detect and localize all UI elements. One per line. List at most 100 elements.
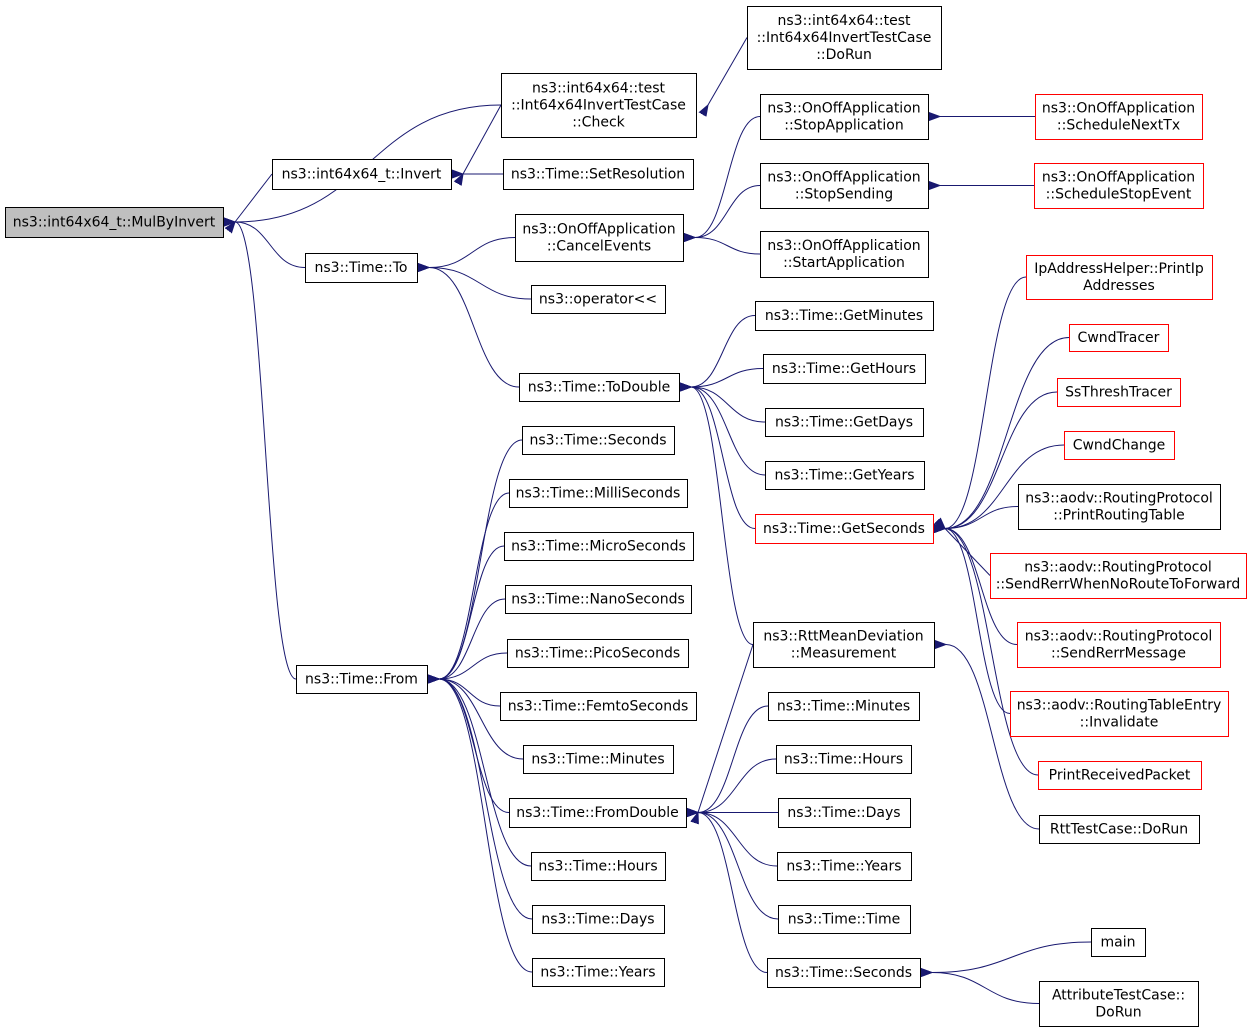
node-box[interactable] [767, 958, 921, 988]
node-box[interactable] [1057, 378, 1181, 407]
graph-node-startapp[interactable]: ns3::OnOffApplication::StartApplication [760, 231, 929, 278]
graph-node-attrdorun[interactable]: AttributeTestCase::DoRun [1039, 981, 1199, 1027]
node-box[interactable] [760, 163, 929, 209]
graph-node-minutes2[interactable]: ns3::Time::Minutes [768, 692, 920, 721]
node-box[interactable] [1035, 94, 1203, 140]
graph-node-ssthresh[interactable]: SsThreshTracer [1057, 378, 1181, 407]
node-box[interactable] [1064, 431, 1175, 460]
graph-node-printrecv[interactable]: PrintReceivedPacket [1038, 761, 1202, 790]
node-box[interactable] [523, 745, 674, 774]
graph-node-sendrerrmsg[interactable]: ns3::aodv::RoutingProtocol::SendRerrMess… [1017, 622, 1221, 668]
node-box[interactable] [509, 798, 687, 828]
node-box[interactable] [532, 905, 665, 934]
node-box[interactable] [515, 214, 684, 262]
node-box[interactable] [532, 958, 665, 987]
node-box[interactable] [778, 798, 911, 828]
node-box[interactable] [1026, 255, 1213, 300]
graph-node-minutes1[interactable]: ns3::Time::Minutes [523, 745, 674, 774]
graph-node-todouble[interactable]: ns3::Time::ToDouble [519, 373, 680, 402]
node-box[interactable] [504, 532, 694, 561]
node-box[interactable] [1034, 163, 1204, 209]
graph-node-from[interactable]: ns3::Time::From [296, 665, 428, 694]
graph-node-rttmeas[interactable]: ns3::RttMeanDeviation::Measurement [753, 622, 935, 668]
graph-node-nano[interactable]: ns3::Time::NanoSeconds [505, 585, 692, 614]
node-box[interactable] [519, 373, 680, 402]
node-box[interactable] [760, 231, 929, 278]
graph-node-mulbyinvert[interactable]: ns3::int64x64_t::MulByInvert [5, 207, 224, 238]
node-box[interactable] [305, 253, 418, 283]
graph-node-cancel[interactable]: ns3::OnOffApplication::CancelEvents [515, 214, 684, 262]
node-box[interactable] [531, 852, 666, 881]
node-box[interactable] [777, 852, 912, 881]
graph-node-seconds1[interactable]: ns3::Time::Seconds [522, 426, 675, 455]
graph-node-setres[interactable]: ns3::Time::SetResolution [503, 159, 694, 190]
graph-node-cwndchange[interactable]: CwndChange [1064, 431, 1175, 460]
node-box[interactable] [765, 408, 924, 437]
graph-node-oplt[interactable]: ns3::operator<< [531, 285, 666, 314]
node-box[interactable] [1038, 761, 1202, 790]
node-box[interactable] [1010, 691, 1229, 737]
graph-node-years1[interactable]: ns3::Time::Years [532, 958, 665, 987]
graph-node-sendrerrnrtf[interactable]: ns3::aodv::RoutingProtocol::SendRerrWhen… [990, 553, 1247, 599]
graph-node-getyears[interactable]: ns3::Time::GetYears [765, 461, 925, 490]
node-box[interactable] [747, 6, 942, 70]
node-box[interactable] [272, 159, 452, 190]
graph-node-micro[interactable]: ns3::Time::MicroSeconds [504, 532, 694, 561]
graph-node-hours2[interactable]: ns3::Time::Hours [776, 745, 912, 774]
graph-node-cwndtracer[interactable]: CwndTracer [1069, 324, 1169, 352]
graph-node-days2[interactable]: ns3::Time::Days [778, 798, 911, 828]
node-box[interactable] [522, 426, 675, 455]
graph-node-schednext[interactable]: ns3::OnOffApplication::ScheduleNextTx [1035, 94, 1203, 140]
graph-node-getmin[interactable]: ns3::Time::GetMinutes [755, 301, 934, 331]
graph-node-hours1[interactable]: ns3::Time::Hours [531, 852, 666, 881]
graph-node-femto[interactable]: ns3::Time::FemtoSeconds [500, 692, 697, 721]
node-box[interactable] [501, 73, 697, 138]
node-box[interactable] [5, 207, 224, 238]
graph-node-getdays[interactable]: ns3::Time::GetDays [765, 408, 924, 437]
graph-node-getsec[interactable]: ns3::Time::GetSeconds [755, 514, 934, 544]
node-box[interactable] [755, 301, 934, 331]
node-box[interactable] [763, 354, 926, 384]
node-box[interactable] [296, 665, 428, 694]
node-box[interactable] [531, 285, 666, 314]
graph-node-dorun1[interactable]: ns3::int64x64::test::Int64x64InvertTestC… [747, 6, 942, 70]
node-box[interactable] [778, 905, 911, 934]
graph-node-stopapp[interactable]: ns3::OnOffApplication::StopApplication [760, 94, 929, 140]
graph-node-milli[interactable]: ns3::Time::MilliSeconds [509, 479, 688, 508]
node-box[interactable] [507, 639, 689, 668]
graph-node-check[interactable]: ns3::int64x64::test::Int64x64InvertTestC… [501, 73, 697, 138]
node-box[interactable] [1018, 484, 1221, 530]
node-box[interactable] [753, 622, 935, 668]
graph-node-to[interactable]: ns3::Time::To [305, 253, 418, 283]
node-box[interactable] [1039, 815, 1200, 844]
node-box[interactable] [1069, 324, 1169, 352]
graph-node-gethours[interactable]: ns3::Time::GetHours [763, 354, 926, 384]
graph-node-printrt[interactable]: ns3::aodv::RoutingProtocol::PrintRouting… [1018, 484, 1221, 530]
graph-node-stopsend[interactable]: ns3::OnOffApplication::StopSending [760, 163, 929, 209]
node-box[interactable] [500, 692, 697, 721]
node-box[interactable] [755, 514, 934, 544]
graph-node-seconds2[interactable]: ns3::Time::Seconds [767, 958, 921, 988]
graph-node-rttdorun[interactable]: RttTestCase::DoRun [1039, 815, 1200, 844]
graph-node-schedstop[interactable]: ns3::OnOffApplication::ScheduleStopEvent [1034, 163, 1204, 209]
node-box[interactable] [509, 479, 688, 508]
graph-node-invert[interactable]: ns3::int64x64_t::Invert [272, 159, 452, 190]
graph-node-main[interactable]: main [1091, 928, 1146, 957]
node-box[interactable] [503, 159, 694, 190]
graph-node-rtinvalidate[interactable]: ns3::aodv::RoutingTableEntry::Invalidate [1010, 691, 1229, 737]
node-box[interactable] [1091, 928, 1146, 957]
node-box[interactable] [768, 692, 920, 721]
graph-node-years2[interactable]: ns3::Time::Years [777, 852, 912, 881]
node-box[interactable] [990, 553, 1247, 599]
node-box[interactable] [505, 585, 692, 614]
node-box[interactable] [1039, 981, 1199, 1027]
graph-node-pico[interactable]: ns3::Time::PicoSeconds [507, 639, 689, 668]
node-box[interactable] [760, 94, 929, 140]
node-box[interactable] [1017, 622, 1221, 668]
graph-node-days1[interactable]: ns3::Time::Days [532, 905, 665, 934]
node-box[interactable] [765, 461, 925, 490]
graph-node-time[interactable]: ns3::Time::Time [778, 905, 911, 934]
node-box[interactable] [776, 745, 912, 774]
graph-node-fromdouble[interactable]: ns3::Time::FromDouble [509, 798, 687, 828]
